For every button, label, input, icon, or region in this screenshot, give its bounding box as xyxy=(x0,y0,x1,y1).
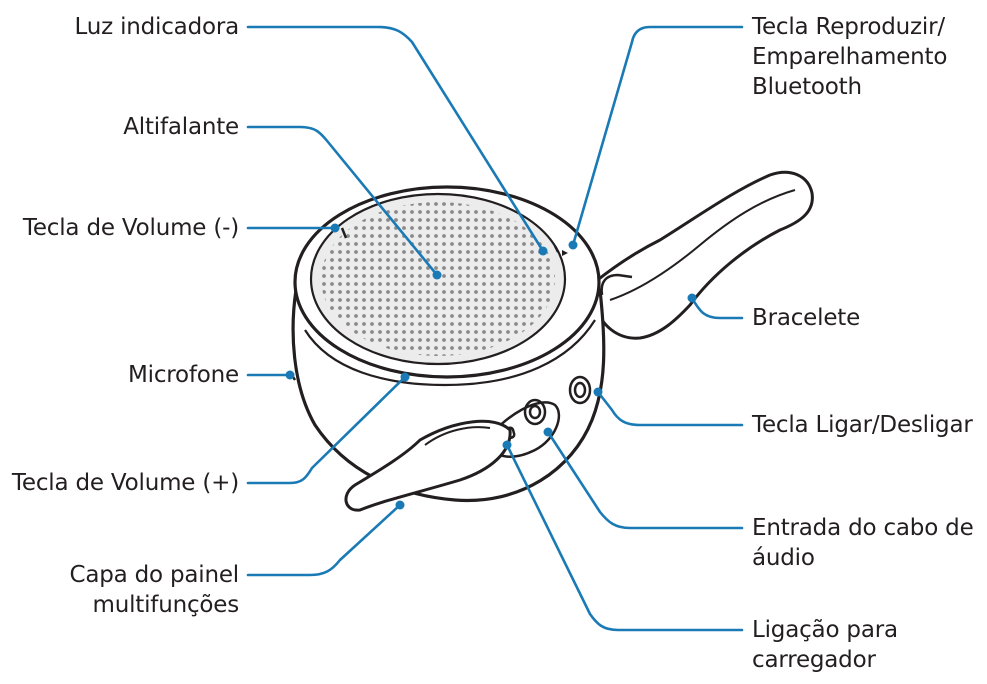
label-bracelete: Bracelete xyxy=(752,305,861,331)
label-microfone: Microfone xyxy=(128,362,239,388)
leader-volume-mais xyxy=(246,375,407,485)
label-tecla-reproduzir: Tecla Reproduzir/ Emparelhamento Bluetoo… xyxy=(752,12,947,102)
leader-dots xyxy=(285,223,697,510)
label-luz-indicadora: Luz indicadora xyxy=(74,14,240,40)
leader-bracelete xyxy=(690,296,744,320)
label-tecla-reproduzir-line2: Emparelhamento xyxy=(752,44,948,70)
label-tecla-ligar: Tecla Ligar/Desligar xyxy=(752,412,973,438)
label-entrada-audio-line2: áudio xyxy=(752,545,815,571)
label-ligacao-line1: Ligação para xyxy=(752,617,898,643)
leader-capa-painel xyxy=(246,503,402,577)
label-capa-painel-line1: Capa do painel xyxy=(69,562,239,588)
leader-tecla-ligar xyxy=(596,390,744,427)
label-tecla-volume-mais: Tecla de Volume (+) xyxy=(11,470,239,496)
label-entrada-audio-line1: Entrada do cabo de xyxy=(752,515,974,541)
label-capa-painel: Capa do painel multifunções xyxy=(69,560,239,620)
label-tecla-volume-menos: Tecla de Volume (-) xyxy=(22,215,239,241)
panel-cover-flap xyxy=(344,419,512,512)
label-tecla-reproduzir-line1: Tecla Reproduzir/ xyxy=(752,14,945,40)
leader-altifalante xyxy=(246,125,439,277)
label-tecla-reproduzir-line3: Bluetooth xyxy=(752,74,862,100)
label-ligacao-line2: carregador xyxy=(752,647,876,673)
label-capa-painel-line2: multifunções xyxy=(92,592,240,618)
leader-luz-indicadora xyxy=(246,25,545,253)
leader-lines xyxy=(246,25,744,632)
leader-entrada-audio xyxy=(546,430,744,530)
leader-tecla-reproduzir xyxy=(571,25,744,247)
leader-ligacao xyxy=(505,443,744,632)
label-altifalante: Altifalante xyxy=(123,114,239,140)
label-ligacao: Ligação para carregador xyxy=(752,615,898,675)
label-entrada-audio: Entrada do cabo de áudio xyxy=(752,513,974,573)
